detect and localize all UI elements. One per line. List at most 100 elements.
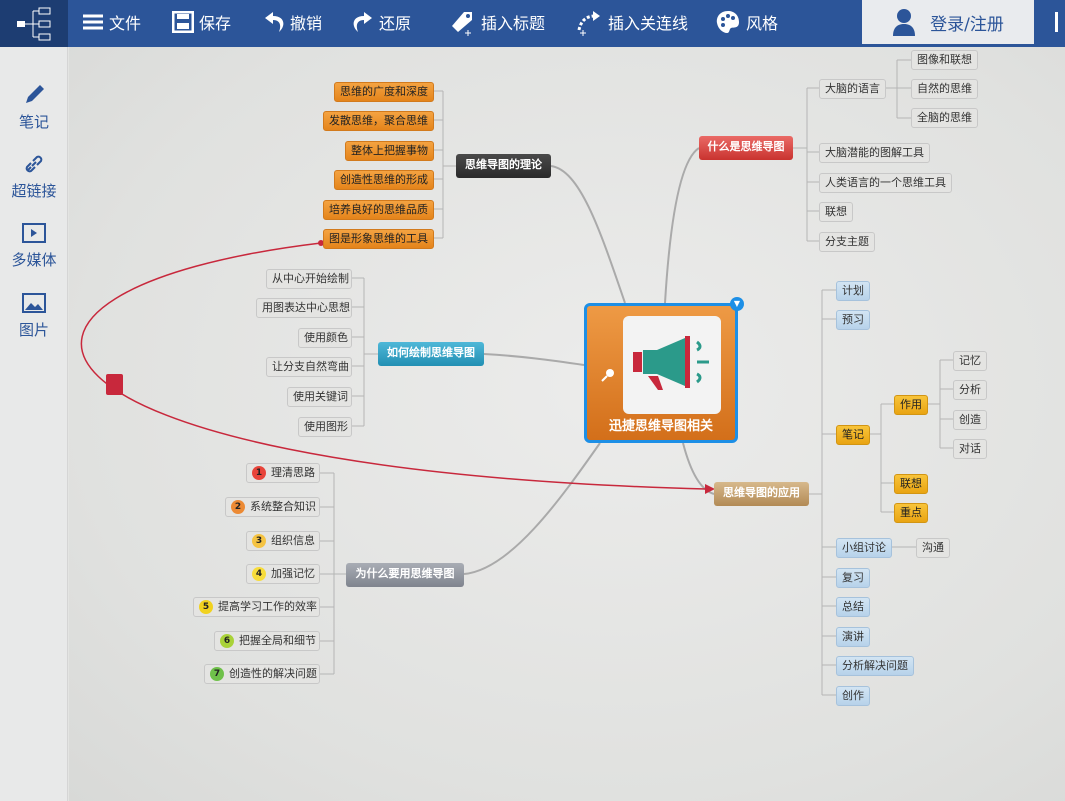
topic-brain-1[interactable]: 图像和联想	[911, 50, 978, 70]
undo-label: 撤销	[290, 14, 323, 33]
tag-plus-icon	[452, 12, 472, 36]
topic-why[interactable]: 为什么要用思维导图	[346, 563, 464, 587]
sidebar-media[interactable]: 多媒体	[0, 221, 68, 270]
login-label: 登录/注册	[930, 14, 1004, 35]
topic-group-discussion[interactable]: 小组讨论	[836, 538, 892, 558]
priority-4-icon: 4	[252, 567, 266, 581]
topic-apply-5[interactable]: 复习	[836, 568, 870, 588]
insert-relation-button[interactable]: 插入关连线	[575, 0, 688, 44]
user-icon	[893, 9, 916, 36]
topic-theory-2[interactable]: 发散思维，聚合思维	[323, 111, 434, 131]
topic-group-1[interactable]: 沟通	[916, 538, 950, 558]
sidebar-image[interactable]: 图片	[0, 291, 68, 340]
redo-label: 还原	[379, 14, 412, 33]
topic-apply-7[interactable]: 演讲	[836, 627, 870, 647]
topic-use-2[interactable]: 分析	[953, 380, 987, 400]
topic-what-5[interactable]: 分支主题	[819, 232, 875, 252]
sidebar-media-label: 多媒体	[11, 251, 57, 269]
topic-brain-language[interactable]: 大脑的语言	[819, 79, 886, 99]
topic-how-3[interactable]: 使用颜色	[298, 328, 352, 348]
priority-6-icon: 6	[220, 634, 234, 648]
label: 系统整合知识	[250, 500, 316, 513]
topic-theory-6[interactable]: 图是形象思维的工具	[323, 229, 434, 249]
menu-icon	[83, 14, 103, 30]
sidebar-hyperlink-label: 超链接	[11, 182, 57, 200]
priority-2-icon: 2	[231, 500, 245, 514]
topic-what-4[interactable]: 联想	[819, 202, 853, 222]
label: 提高学习工作的效率	[218, 600, 317, 613]
topic-theory[interactable]: 思维导图的理论	[456, 154, 551, 178]
overflow-icon[interactable]	[1055, 12, 1065, 32]
topic-apply-2[interactable]: 预习	[836, 310, 870, 330]
topic-notes[interactable]: 笔记	[836, 425, 870, 445]
topic-brain-2[interactable]: 自然的思维	[911, 79, 978, 99]
image-icon	[22, 293, 46, 313]
topic-notes-use[interactable]: 作用	[894, 395, 928, 415]
redo-button[interactable]: 还原	[352, 0, 411, 44]
priority-7-icon: 7	[210, 667, 224, 681]
app-logo-icon[interactable]	[0, 0, 68, 47]
relation-line-icon	[577, 11, 600, 36]
save-button[interactable]: 保存	[172, 0, 231, 44]
search-icon	[601, 369, 614, 382]
topic-what-3[interactable]: 人类语言的一个思维工具	[819, 173, 952, 193]
priority-3-icon: 3	[252, 534, 266, 548]
login-register-button[interactable]: 登录/注册	[862, 0, 1034, 44]
topic-why-4[interactable]: 4 加强记忆	[246, 564, 320, 584]
topic-how-4[interactable]: 让分支自然弯曲	[266, 357, 352, 377]
file-button[interactable]: 文件	[82, 0, 141, 44]
label: 组织信息	[271, 534, 315, 547]
topic-apply-9[interactable]: 创作	[836, 686, 870, 706]
film-icon	[22, 223, 46, 243]
topic-theory-1[interactable]: 思维的广度和深度	[334, 82, 434, 102]
save-icon	[172, 11, 194, 33]
topic-why-3[interactable]: 3 组织信息	[246, 531, 320, 551]
undo-button[interactable]: 撤销	[263, 0, 322, 44]
style-label: 风格	[746, 14, 779, 33]
topic-why-1[interactable]: 1 理清思路	[246, 463, 320, 483]
megaphone-icon	[623, 316, 721, 414]
priority-1-icon: 1	[252, 466, 266, 480]
insert-topic-button[interactable]: 插入标题	[448, 0, 545, 44]
file-label: 文件	[109, 14, 142, 33]
topic-apply-6[interactable]: 总结	[836, 597, 870, 617]
topic-theory-4[interactable]: 创造性思维的形成	[334, 170, 434, 190]
topic-how-5[interactable]: 使用关键词	[287, 387, 352, 407]
topic-brain-3[interactable]: 全脑的思维	[911, 108, 978, 128]
sidebar-hyperlink[interactable]: 超链接	[0, 152, 68, 201]
topic-how-1[interactable]: 从中心开始绘制	[266, 269, 352, 289]
topic-why-2[interactable]: 2 系统整合知识	[225, 497, 320, 517]
sidebar: 笔记 超链接 多媒体 图片	[0, 47, 68, 801]
topic-apply-1[interactable]: 计划	[836, 281, 870, 301]
save-label: 保存	[199, 14, 232, 33]
topic-what-2[interactable]: 大脑潜能的图解工具	[819, 143, 930, 163]
label: 理清思路	[271, 466, 315, 479]
topic-how-6[interactable]: 使用图形	[298, 417, 352, 437]
central-topic[interactable]: 迅捷思维导图相关 ▼	[584, 297, 744, 443]
sidebar-note-label: 笔记	[18, 113, 49, 131]
topic-why-6[interactable]: 6 把握全局和细节	[214, 631, 320, 651]
topic-how[interactable]: 如何绘制思维导图	[378, 342, 484, 366]
topic-use-3[interactable]: 创造	[953, 410, 987, 430]
topic-use-1[interactable]: 记忆	[953, 351, 987, 371]
style-button[interactable]: 风格	[715, 0, 778, 44]
pencil-icon	[26, 85, 44, 103]
topic-theory-3[interactable]: 整体上把握事物	[345, 141, 434, 161]
topic-notes-assoc[interactable]: 联想	[894, 474, 928, 494]
sidebar-note[interactable]: 笔记	[0, 83, 68, 132]
topic-use-4[interactable]: 对话	[953, 439, 987, 459]
topic-what[interactable]: 什么是思维导图	[699, 136, 793, 160]
insert-relation-label: 插入关连线	[608, 14, 689, 33]
label: 加强记忆	[271, 567, 315, 580]
topic-notes-key[interactable]: 重点	[894, 503, 928, 523]
central-topic-label: 迅捷思维导图相关	[608, 419, 713, 434]
topic-theory-5[interactable]: 培养良好的思维品质	[323, 200, 434, 220]
undo-icon	[265, 12, 284, 32]
topic-apply[interactable]: 思维导图的应用	[714, 482, 809, 506]
topic-apply-8[interactable]: 分析解决问题	[836, 656, 914, 676]
topic-how-2[interactable]: 用图表达中心思想	[256, 298, 352, 318]
label: 把握全局和细节	[239, 634, 316, 647]
collapse-dropdown-icon[interactable]: ▼	[730, 297, 744, 311]
